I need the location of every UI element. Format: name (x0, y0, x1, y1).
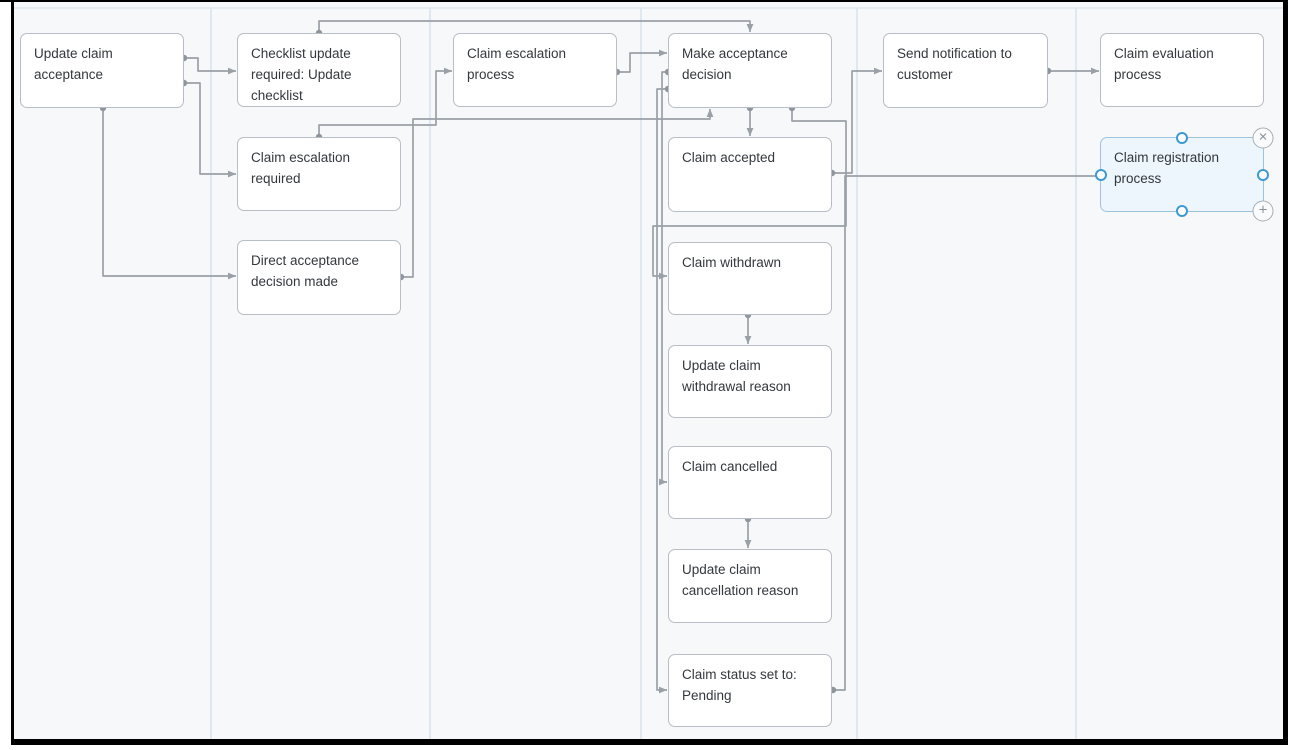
node-claim-status-set-to-pending[interactable]: Claim status set to: Pending (668, 654, 832, 727)
node-update-claim-withdrawal-reason[interactable]: Update claim withdrawal reason (668, 345, 832, 418)
node-label: Claim status set to: Pending (682, 667, 797, 703)
node-label: Claim registration process (1114, 150, 1220, 186)
edge-arrowhead-icon (659, 49, 667, 57)
node-label: Claim cancelled (682, 459, 778, 474)
connection-handle-bottom[interactable] (1176, 205, 1188, 217)
node-label: Claim evaluation process (1114, 46, 1214, 82)
node-make-acceptance-decision[interactable]: Make acceptance decision (668, 33, 832, 108)
edge-make-acceptance-decision__claim-withdrawn[interactable] (652, 108, 847, 277)
node-checklist-update-required[interactable]: Checklist update required: Update checkl… (237, 33, 401, 107)
connection-handle-right[interactable] (1257, 168, 1269, 181)
edge-claim-status-set-to-pending__claim-registration-process[interactable] (833, 175, 1096, 691)
edge-arrowhead-icon (706, 109, 714, 117)
node-claim-evaluation-process[interactable]: Claim evaluation process (1100, 33, 1264, 107)
node-claim-withdrawn[interactable]: Claim withdrawn (668, 242, 832, 315)
edge-arrowhead-icon (744, 336, 752, 344)
node-update-claim-acceptance[interactable]: Update claim acceptance (20, 33, 184, 108)
edge-arrowhead-icon (659, 272, 667, 280)
edge-update-claim-acceptance__checklist-update-required[interactable] (184, 57, 236, 72)
node-claim-accepted[interactable]: Claim accepted (668, 137, 832, 212)
node-update-claim-cancellation-reason[interactable]: Update claim cancellation reason (668, 549, 832, 623)
edge-arrowhead-icon (744, 540, 752, 548)
connection-handle-top[interactable] (1176, 132, 1188, 144)
delete-node-button[interactable]: × (1252, 127, 1274, 149)
node-label: Direct acceptance decision made (251, 253, 360, 289)
edge-arrowhead-icon (874, 67, 882, 75)
node-claim-registration-process[interactable]: Claim registration process × + (1095, 127, 1274, 222)
node-label: Claim withdrawn (682, 255, 782, 270)
edge-arrowhead-icon (659, 686, 667, 694)
diagram-canvas[interactable] (13, 2, 1284, 739)
edge-arrowhead-icon (444, 67, 452, 75)
node-label: Send notification to customer (897, 46, 1012, 82)
edge-checklist-update-required__make-acceptance-decision[interactable] (318, 20, 751, 33)
edge-arrowhead-icon (1091, 67, 1099, 75)
node-claim-escalation-required[interactable]: Claim escalation required (237, 137, 401, 211)
edge-claim-escalation-process__make-acceptance-decision[interactable] (617, 52, 667, 73)
node-label: Claim escalation required (251, 150, 351, 186)
edge-arrowhead-icon (746, 24, 754, 32)
node-label: Update claim cancellation reason (682, 562, 799, 598)
edge-arrowhead-icon (228, 272, 236, 280)
node-send-notification-to-customer[interactable]: Send notification to customer (883, 33, 1048, 108)
edge-update-claim-acceptance__direct-acceptance-decision-made[interactable] (102, 108, 236, 277)
node-label: Update claim acceptance (34, 46, 113, 82)
edge-direct-acceptance-decision-made__make-acceptance-decision[interactable] (401, 109, 711, 278)
window-frame-top (0, 0, 1288, 2)
edge-claim-escalation-required__claim-escalation-process[interactable] (318, 70, 452, 137)
edge-arrowhead-icon (228, 67, 236, 75)
connection-handle-left[interactable] (1095, 168, 1107, 181)
edge-arrowhead-icon (228, 170, 236, 178)
edge-claim-accepted__send-notification-to-customer[interactable] (832, 70, 882, 174)
node-claim-cancelled[interactable]: Claim cancelled (668, 446, 832, 519)
node-label: Update claim withdrawal reason (682, 358, 791, 394)
edge-update-claim-acceptance__claim-escalation-required[interactable] (184, 82, 236, 175)
node-claim-escalation-process[interactable]: Claim escalation process (453, 33, 617, 107)
node-label: Claim escalation process (467, 46, 567, 82)
node-label: Checklist update required: Update checkl… (251, 46, 352, 103)
node-label: Make acceptance decision (682, 46, 788, 82)
window-frame-bottom (11, 739, 1288, 745)
edge-arrowhead-icon (746, 128, 754, 136)
node-label: Claim accepted (682, 150, 776, 165)
window-frame-right (1283, 0, 1288, 745)
node-direct-acceptance-decision-made[interactable]: Direct acceptance decision made (237, 240, 401, 315)
add-node-button[interactable]: + (1252, 200, 1274, 222)
edge-arrowhead-icon (659, 478, 667, 486)
window-frame-left (11, 0, 14, 745)
